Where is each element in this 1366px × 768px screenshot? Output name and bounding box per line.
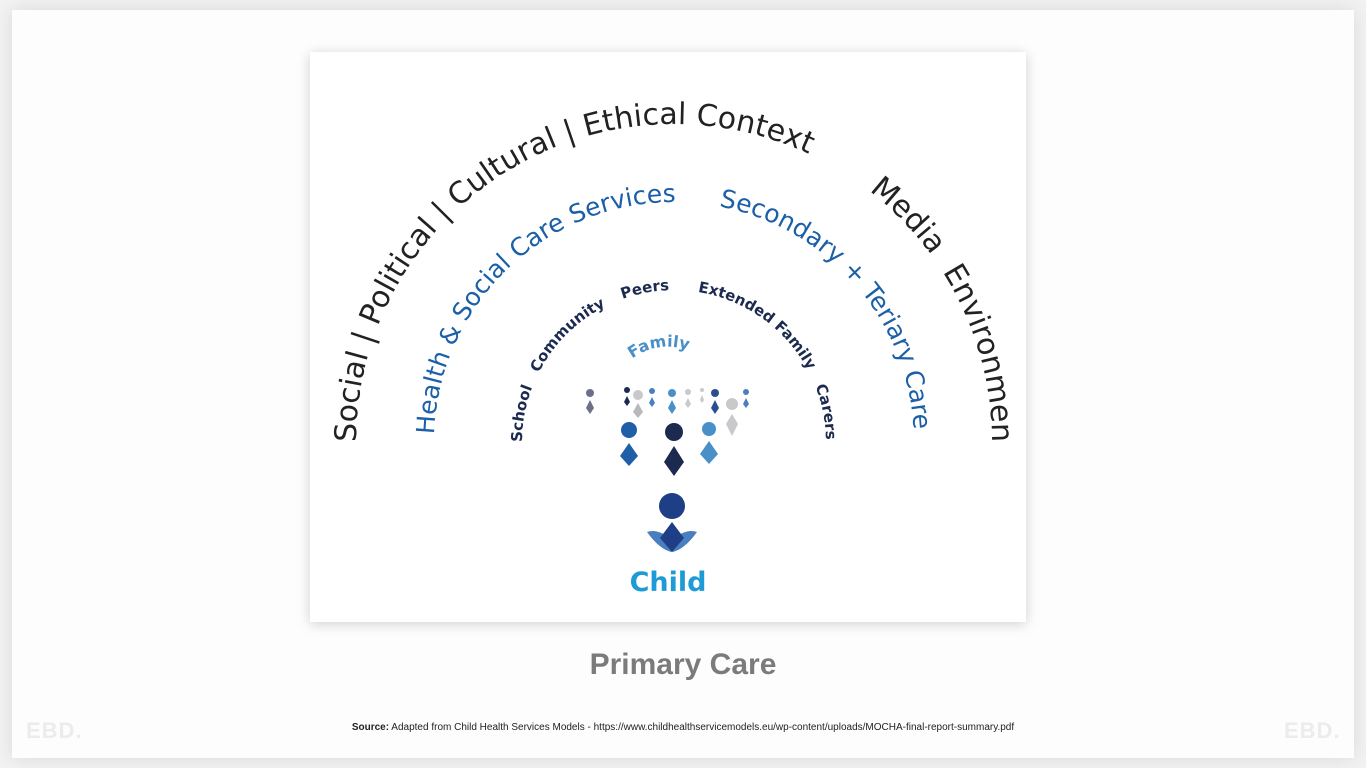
- inner-label-carers: Carers: [812, 381, 840, 440]
- child-label: Child: [630, 567, 707, 598]
- family-text: Family: [624, 331, 692, 362]
- watermark-left: EBD.: [26, 718, 83, 743]
- diagram-card: Social | Political | Cultural | Ethical …: [310, 52, 1026, 622]
- media-text: Media: [864, 170, 953, 260]
- family-figures: [620, 422, 718, 476]
- source-text: Adapted from Child Health Services Model…: [391, 722, 1015, 733]
- caption-primary-care: Primary Care: [589, 648, 777, 681]
- source-citation: Source: Adapted from Child Health Servic…: [0, 722, 1366, 733]
- inner-label-school: School: [508, 382, 536, 442]
- community-figures: [586, 387, 749, 436]
- circles-of-care-diagram: Social | Political | Cultural | Ethical …: [310, 52, 1019, 598]
- watermark-right: EBD.: [1284, 718, 1341, 743]
- inner-label-peers: Peers: [618, 276, 669, 303]
- inner-label-extended-family: Extended Family: [697, 278, 820, 372]
- source-label: Source:: [351, 722, 390, 733]
- child-figure: [647, 493, 697, 552]
- inner-label-community: Community: [526, 294, 607, 375]
